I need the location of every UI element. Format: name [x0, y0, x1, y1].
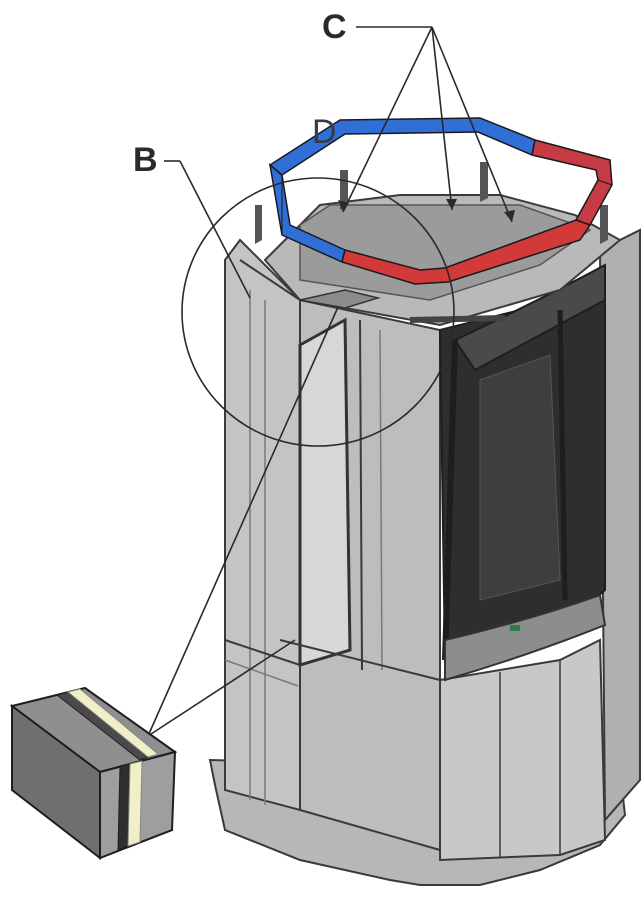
callout-d: D	[312, 113, 337, 151]
left-side-panel	[224, 238, 301, 812]
leader-seal-2	[147, 639, 296, 737]
leader-c-1	[342, 26, 433, 213]
leader-arrowheads	[338, 199, 515, 222]
frame-segment-blue-back	[268, 117, 536, 176]
sealing-frame	[268, 117, 613, 285]
leader-c-3	[431, 26, 513, 223]
callout-b: B	[133, 141, 158, 179]
curved-door-frame	[453, 263, 606, 372]
callout-c: C	[322, 8, 347, 46]
leader-lines	[147, 26, 513, 737]
top-rail	[299, 289, 381, 309]
leader-seal-1	[147, 306, 339, 737]
leader-c-2	[431, 26, 453, 211]
firebox-ledge	[444, 593, 607, 682]
frame-segment-red-front	[341, 219, 592, 285]
green-indicator	[510, 625, 520, 631]
detail-circle	[181, 177, 455, 447]
side-glass-window	[298, 317, 352, 668]
leader-b	[179, 160, 251, 299]
seal-block-detail	[9, 686, 178, 861]
seal-gasket-strip	[66, 688, 160, 758]
right-side-panel	[598, 228, 641, 823]
top-clips	[255, 162, 608, 244]
